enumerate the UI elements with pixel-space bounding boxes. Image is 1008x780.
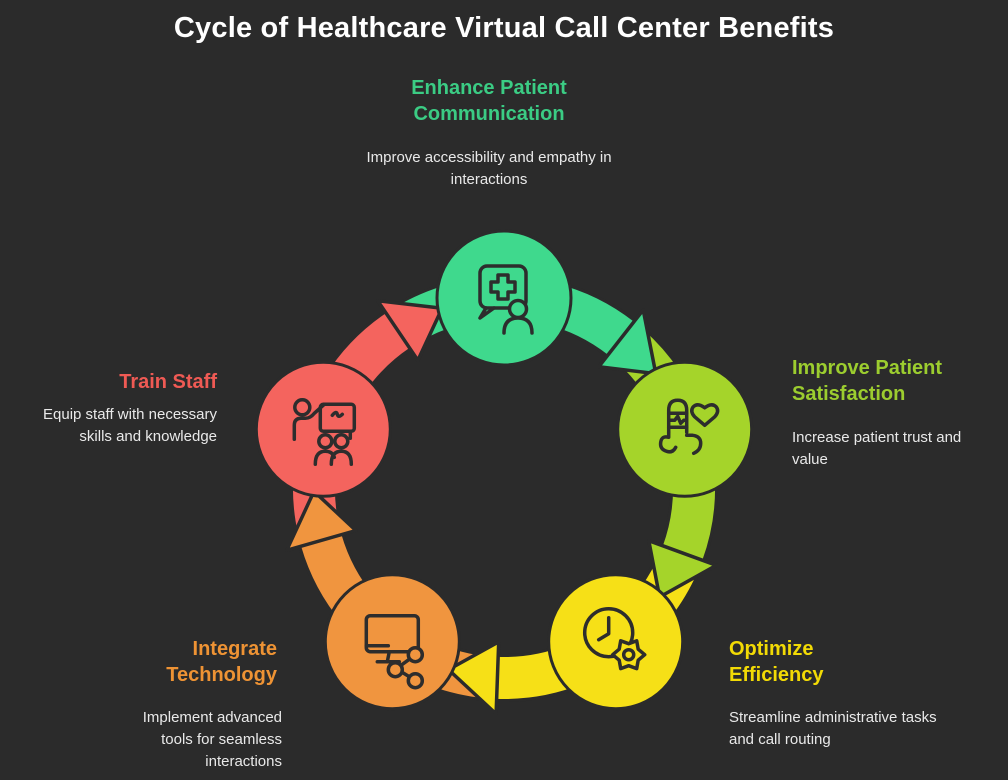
node-label-satisfaction: Improve Patient Satisfaction — [792, 357, 943, 405]
node-label-efficiency: Optimize Efficiency — [729, 638, 824, 686]
arrow-heads — [284, 298, 719, 716]
node-circles — [254, 229, 754, 711]
node-description-technology: Implement advanced tools for seamless in… — [142, 709, 282, 770]
node-label-technology: Integrate Technology — [166, 638, 277, 686]
arrowhead-communication — [597, 308, 658, 376]
node-circle-efficiency — [547, 573, 685, 711]
arrowhead-satisfaction — [647, 538, 719, 599]
node-label-train: Train Staff — [119, 371, 217, 393]
node-description-train: Equip staff with necessary skills and kn… — [43, 406, 217, 445]
node-description-efficiency: Streamline administrative tasks and call… — [729, 709, 937, 748]
hand-heart-icon — [658, 398, 720, 456]
node-circle-train — [254, 360, 392, 498]
people-training-icon — [292, 398, 357, 467]
node-circle-technology — [323, 573, 461, 711]
arrowhead-efficiency — [446, 640, 501, 716]
node-description-communication: Improve accessibility and empathy in int… — [366, 149, 612, 188]
arrowhead-technology — [284, 489, 358, 553]
node-circle-satisfaction — [616, 360, 754, 498]
monitor-share-icon — [364, 613, 425, 690]
clock-gear-icon — [582, 606, 647, 671]
chat-medical-icon — [478, 264, 534, 335]
node-label-communication: Enhance Patient Communication — [411, 77, 567, 125]
page-title: Cycle of Healthcare Virtual Call Center … — [173, 12, 835, 44]
arrowhead-train — [375, 298, 444, 363]
node-description-satisfaction: Increase patient trust and value — [792, 429, 962, 468]
